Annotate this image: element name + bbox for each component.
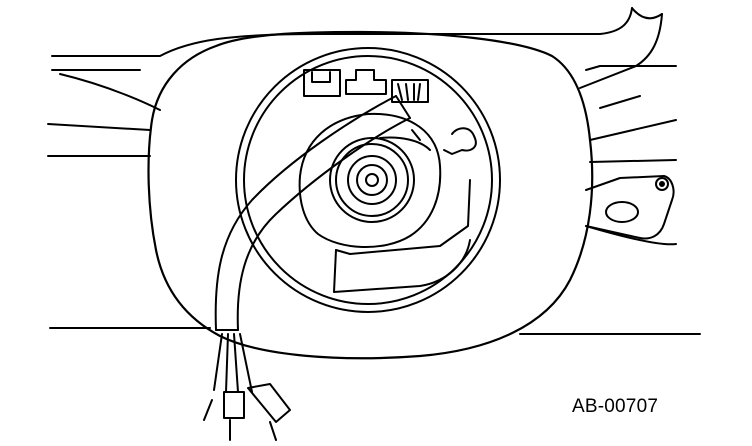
combination-switch-ring xyxy=(235,47,501,313)
steering-hub xyxy=(329,137,415,223)
airbag-pad xyxy=(147,30,594,360)
figure-code-label: AB-00707 xyxy=(572,396,659,417)
airbag-connectors xyxy=(303,69,429,103)
clock-spring-housing xyxy=(298,112,477,293)
wiring-harness xyxy=(203,95,411,441)
ribbon-detail xyxy=(379,129,431,151)
steering-wheel-frame xyxy=(47,7,701,335)
spoke-mounting-hole xyxy=(605,177,669,223)
